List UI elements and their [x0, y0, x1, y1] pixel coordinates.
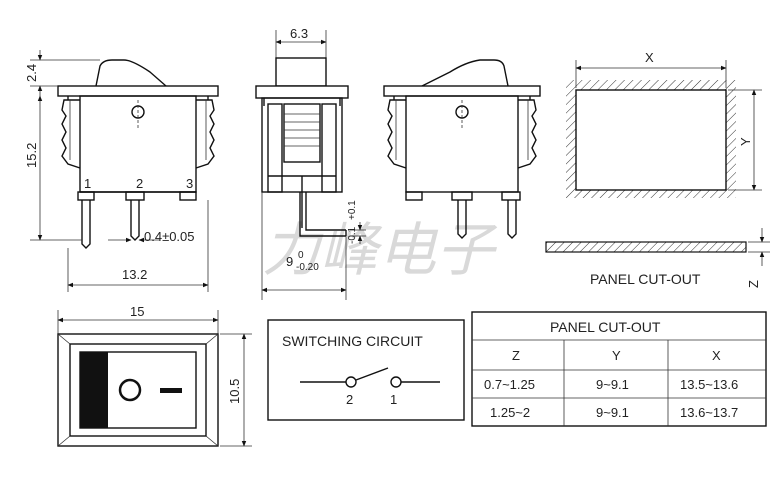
table-title: PANEL CUT-OUT	[550, 319, 661, 335]
dim-tol-plus: +0.1	[347, 200, 358, 220]
dim-pin-span: 13.2	[122, 267, 147, 282]
table-header-z: Z	[512, 348, 520, 363]
dim-top-height-105: 10.5	[227, 379, 242, 404]
dim-bend-main: 9	[286, 254, 293, 269]
table-cell: 0.7~1.25	[484, 377, 535, 392]
switching-title: SWITCHING CIRCUIT	[282, 333, 423, 349]
pin-label-3: 3	[186, 176, 193, 191]
terminal-2: 2	[346, 392, 353, 407]
dim-tol-minus: -0.1	[347, 226, 358, 244]
cutout-z-label: Z	[746, 280, 761, 288]
switching-circuit: SWITCHING CIRCUIT 2 1	[267, 319, 465, 421]
dim-top-height: 2.4	[24, 64, 39, 82]
dim-bend-sup: 0	[298, 250, 304, 261]
dim-top-width: 15	[130, 304, 144, 319]
dim-pin-thickness: 0.4±0.05	[144, 229, 195, 244]
dim-body-height: 15.2	[24, 143, 39, 168]
table-cell: 1.25~2	[490, 405, 530, 420]
cutout-table: PANEL CUT-OUT Z Y X 0.7~1.25 9~9.1 13.5~…	[471, 311, 767, 427]
dim-front-width: 6.3	[290, 26, 308, 41]
dim-bend-sub: -0.20	[296, 262, 319, 273]
cutout-caption: PANEL CUT-OUT	[590, 271, 701, 287]
terminal-1: 1	[390, 392, 397, 407]
pin-label-2: 2	[136, 176, 143, 191]
table-cell: 9~9.1	[596, 405, 629, 420]
table-cell: 9~9.1	[596, 377, 629, 392]
table-cell: 13.5~13.6	[680, 377, 738, 392]
pin-label-1: 1	[84, 176, 91, 191]
top-view: 15 10.5	[57, 304, 252, 447]
cutout-y-label: Y	[738, 137, 753, 146]
side-view: 1 2 3 2.4 15.2 0.4±0.05 13.2	[24, 50, 219, 292]
cutout-diagram: X Y Z PANEL CUT-OUT	[545, 50, 770, 288]
table-cell: 13.6~13.7	[680, 405, 738, 420]
side-view-alt	[383, 59, 541, 239]
cutout-x-label: X	[645, 50, 654, 65]
table-header-y: Y	[612, 348, 621, 363]
front-view: 6.3 +0.1 -0.1 9 0 -0	[255, 26, 366, 300]
table-header-x: X	[712, 348, 721, 363]
